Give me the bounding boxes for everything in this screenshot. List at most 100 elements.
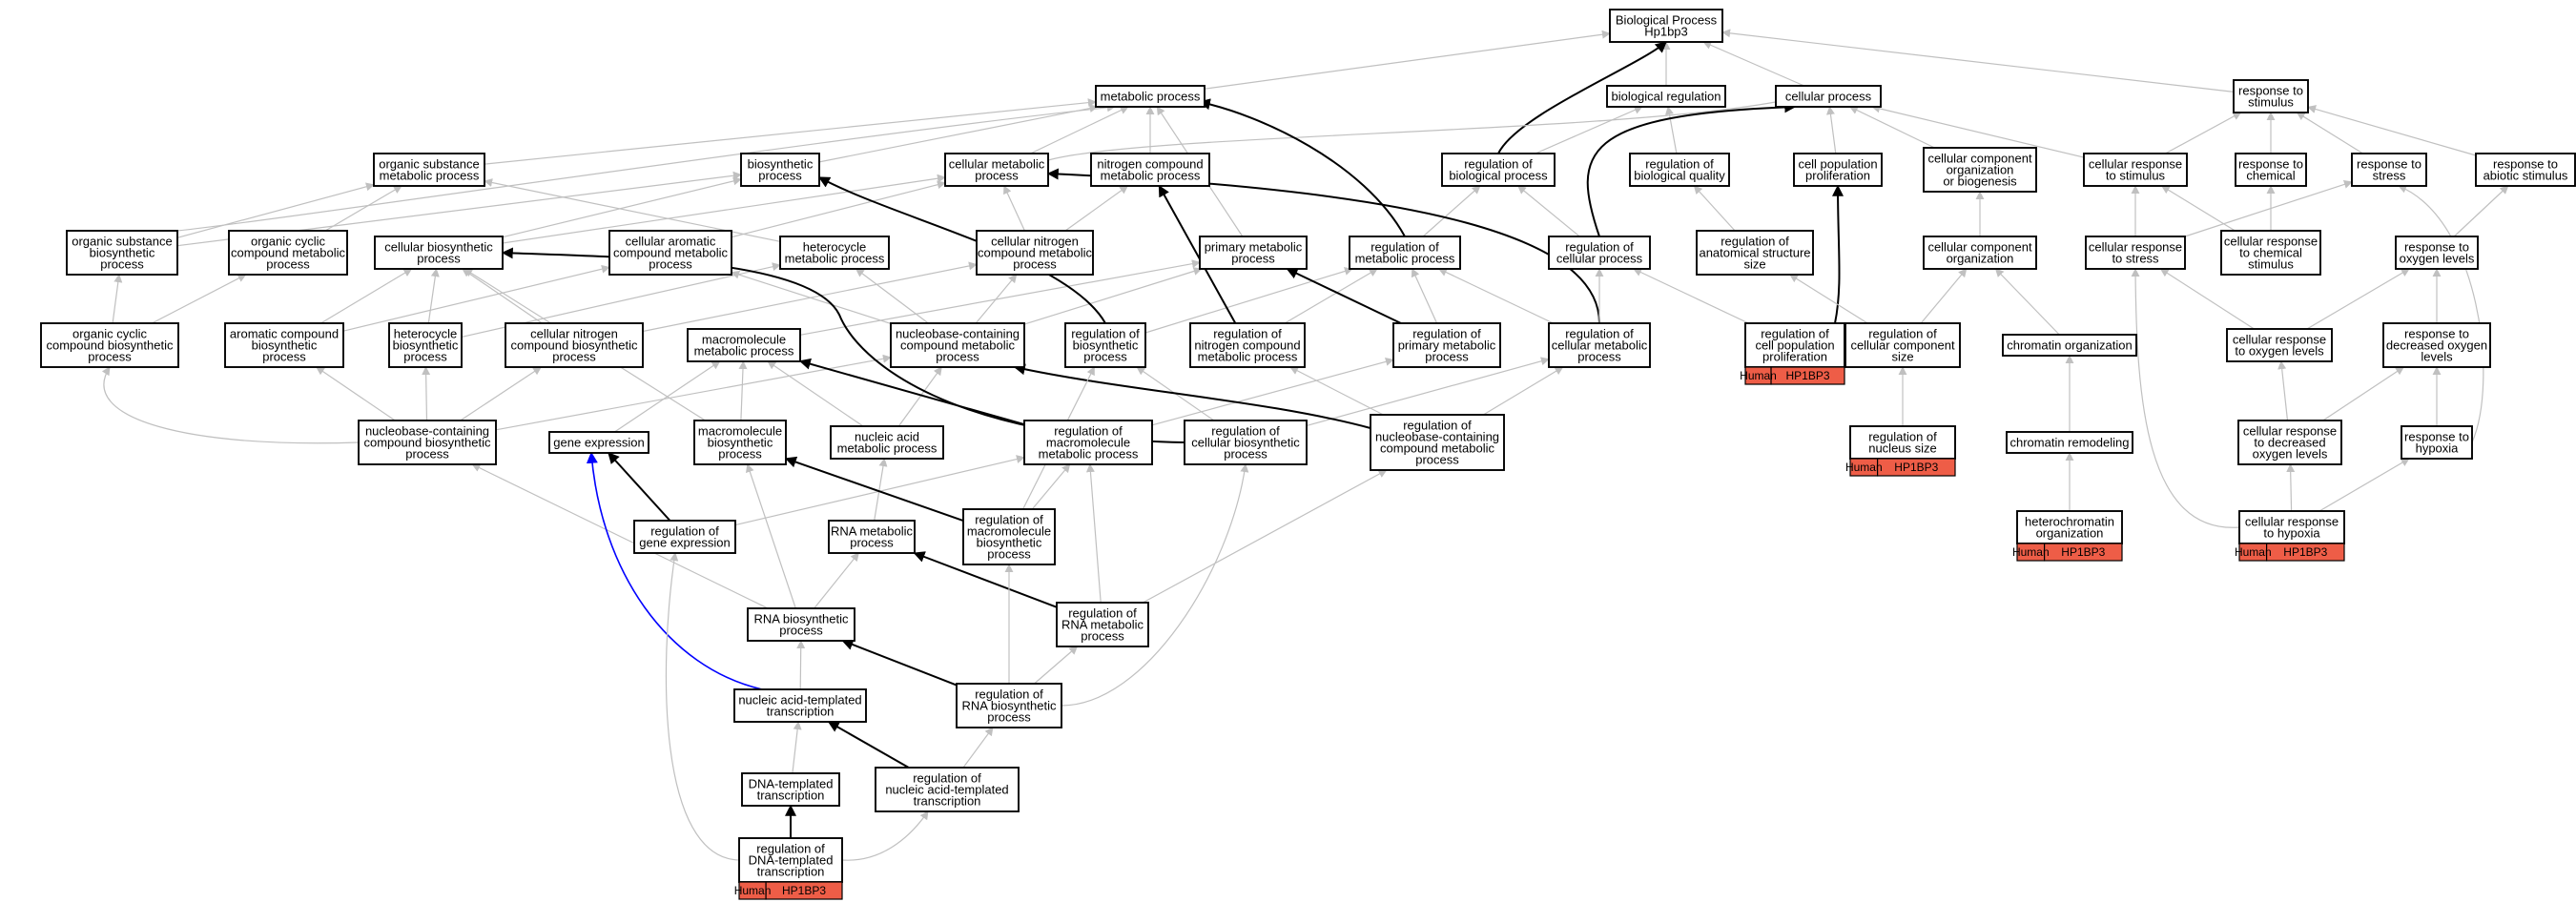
node-chromremod[interactable]: chromatin remodeling: [2006, 431, 2133, 454]
node-box-orgsub: [373, 153, 485, 187]
node-label-primary-line-0: primary metabolic: [1205, 240, 1303, 255]
edge-nbcbio-to-arombio: [316, 366, 396, 421]
node-label-respstim-line-0: response to: [2238, 84, 2303, 98]
node-bioreg[interactable]: biological regulation: [1606, 85, 1726, 108]
node-regnbcmet[interactable]: regulation ofnucleobase-containingcompou…: [1370, 414, 1505, 471]
node-label-nbcmet-line-2: process: [936, 350, 979, 364]
node-box-chromorg: [2002, 334, 2137, 357]
node-metabolic[interactable]: metabolic process: [1095, 85, 1206, 108]
node-chromorg[interactable]: chromatin organization: [2002, 334, 2137, 357]
gene-badge-cellresphypoxia: [2266, 543, 2345, 562]
node-label-nuctx-line-0: nucleic acid-templated: [738, 693, 861, 708]
node-label-orgcyc-line-0: organic cyclic: [251, 235, 326, 249]
node-label-cco-line-0: cellular component: [1927, 240, 2032, 255]
node-regmacrobio[interactable]: regulation ofmacromoleculebiosyntheticpr…: [962, 508, 1056, 565]
node-label-regcellmet-line-0: regulation of: [1565, 327, 1634, 341]
edge-cellrespdecoxy-to-respdecoxy: [2322, 366, 2405, 421]
node-geneexp[interactable]: gene expression: [548, 431, 649, 454]
node-box-respoxy: [2395, 236, 2479, 270]
node-label-regrnabio-line-1: RNA biosynthetic: [962, 699, 1057, 713]
node-label-geneexp-line-0: gene expression: [553, 436, 644, 450]
node-label-regmet-line-0: regulation of: [1370, 240, 1439, 255]
node-cellproc[interactable]: cellular process: [1775, 85, 1882, 108]
node-regdnatx[interactable]: regulation ofDNA-templatedtranscriptionH…: [734, 837, 843, 900]
node-label-rnamet-line-0: RNA metabolic: [831, 524, 913, 539]
node-label-bp-line-0: Biological Process: [1616, 13, 1718, 28]
node-label-cellrespoxy-line-1: to oxygen levels: [2235, 344, 2324, 359]
edge-cellresphypoxia-to-resphypoxia: [2318, 458, 2410, 512]
node-label-cellrespdecoxy-line-0: cellular response: [2243, 424, 2337, 439]
node-label-orgsub-line-0: organic substance: [379, 157, 480, 172]
edge-regmet-to-regbp: [1422, 185, 1481, 237]
edge-regbiosyn-to-regmet: [1144, 267, 1353, 334]
node-label-regccsize-line-2: size: [1891, 350, 1913, 364]
species-label-cellresphypoxia: Human: [2235, 545, 2272, 559]
edge-nuctx-to-geneexp: [586, 451, 763, 690]
edge-regmacromet-to-regprim: [1151, 357, 1394, 426]
node-label-cellresp-line-0: cellular response: [2089, 157, 2182, 172]
gene-label-heterochrom: HP1BP3: [2061, 545, 2105, 559]
node-label-regnitro-line-0: regulation of: [1213, 327, 1282, 341]
